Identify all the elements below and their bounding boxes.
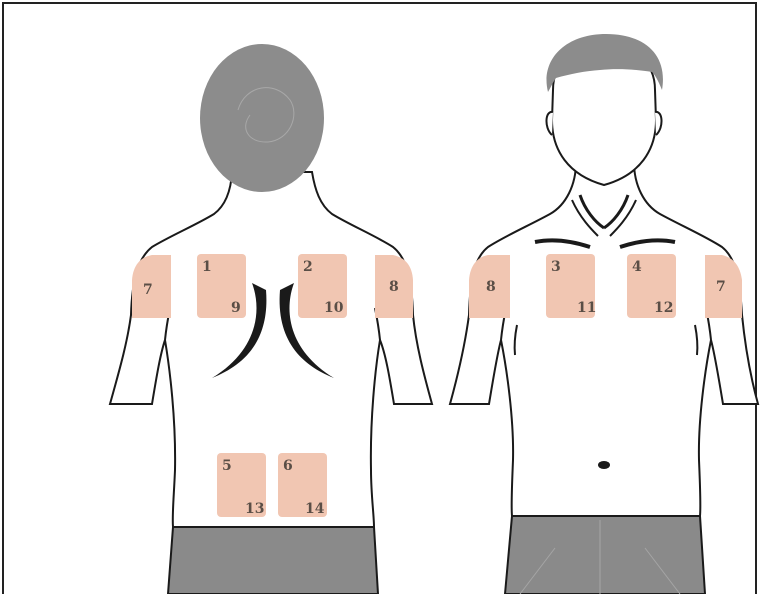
patch-label: 9 (231, 300, 241, 316)
patch-label: 5 (222, 458, 232, 474)
patch-label: 13 (245, 501, 264, 517)
patch-label: 11 (577, 300, 596, 316)
patch-label: 8 (486, 279, 496, 295)
back-patch-right-shoulder: 8 (375, 255, 413, 318)
patch-label: 14 (305, 501, 325, 517)
front-patch-chest-right: 3 11 (546, 254, 596, 318)
patch-label: 12 (654, 300, 673, 316)
front-patch-right-shoulder: 8 (469, 255, 510, 318)
patch-label: 8 (389, 279, 399, 295)
patch-label: 10 (324, 300, 344, 316)
patch-label: 6 (283, 458, 293, 474)
patch-label: 2 (303, 259, 313, 275)
back-shorts (168, 527, 378, 594)
patch-label: 7 (143, 282, 153, 298)
back-patch-lower-left: 5 13 (217, 453, 266, 517)
patch-label: 1 (202, 259, 212, 275)
back-head (200, 44, 324, 192)
patch-label: 4 (632, 259, 642, 275)
front-patch-chest-left: 4 12 (627, 254, 676, 318)
front-navel (598, 461, 610, 469)
back-patch-left-shoulder: 7 (132, 255, 171, 318)
back-patch-lower-right: 6 14 (278, 453, 327, 517)
front-shorts (505, 516, 705, 594)
front-patch-left-shoulder: 7 (705, 255, 742, 318)
patch-label: 7 (716, 279, 726, 295)
back-patch-upper-left: 1 9 (197, 254, 246, 318)
patch-label: 3 (551, 259, 561, 275)
back-patch-upper-right: 2 10 (298, 254, 347, 318)
